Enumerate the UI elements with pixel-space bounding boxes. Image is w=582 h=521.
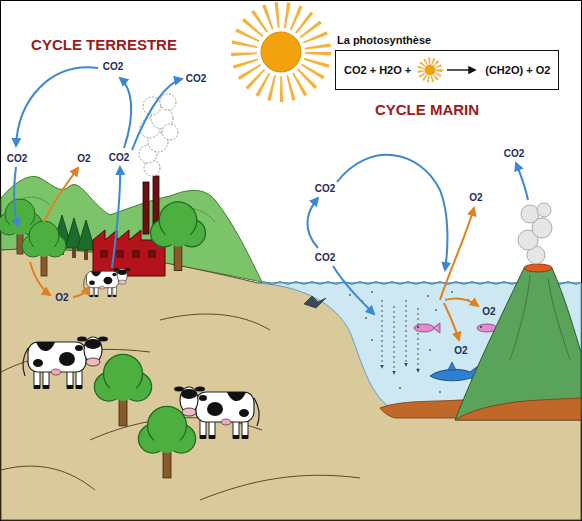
- gas-label: O2: [55, 292, 68, 303]
- gas-label: CO2: [315, 183, 336, 194]
- formula-box: La photosynthèseCO2 + H2O + (CH2O) + O2: [335, 34, 559, 90]
- sun-arrow-symbol: [417, 57, 479, 83]
- formula-heading: La photosynthèse: [337, 34, 559, 46]
- gas-label: O2: [469, 192, 482, 203]
- formula-text: (CH2O) + O2: [485, 64, 550, 76]
- gas-label: O2: [454, 345, 467, 356]
- gas-label: CO2: [504, 148, 525, 159]
- formula-text: CO2 + H2O +: [344, 64, 411, 76]
- gas-label: CO2: [186, 73, 207, 84]
- formula-frame: CO2 + H2O + (CH2O) + O2: [335, 50, 559, 90]
- gas-label: CO2: [109, 152, 130, 163]
- gas-label: O2: [77, 153, 90, 164]
- cycle-title: CYCLE TERRESTRE: [31, 37, 177, 54]
- gas-label: CO2: [103, 61, 124, 72]
- gas-label: CO2: [7, 153, 28, 164]
- gas-label: CO2: [315, 252, 336, 263]
- gas-label: O2: [482, 306, 495, 317]
- cycle-title: CYCLE MARIN: [375, 102, 479, 119]
